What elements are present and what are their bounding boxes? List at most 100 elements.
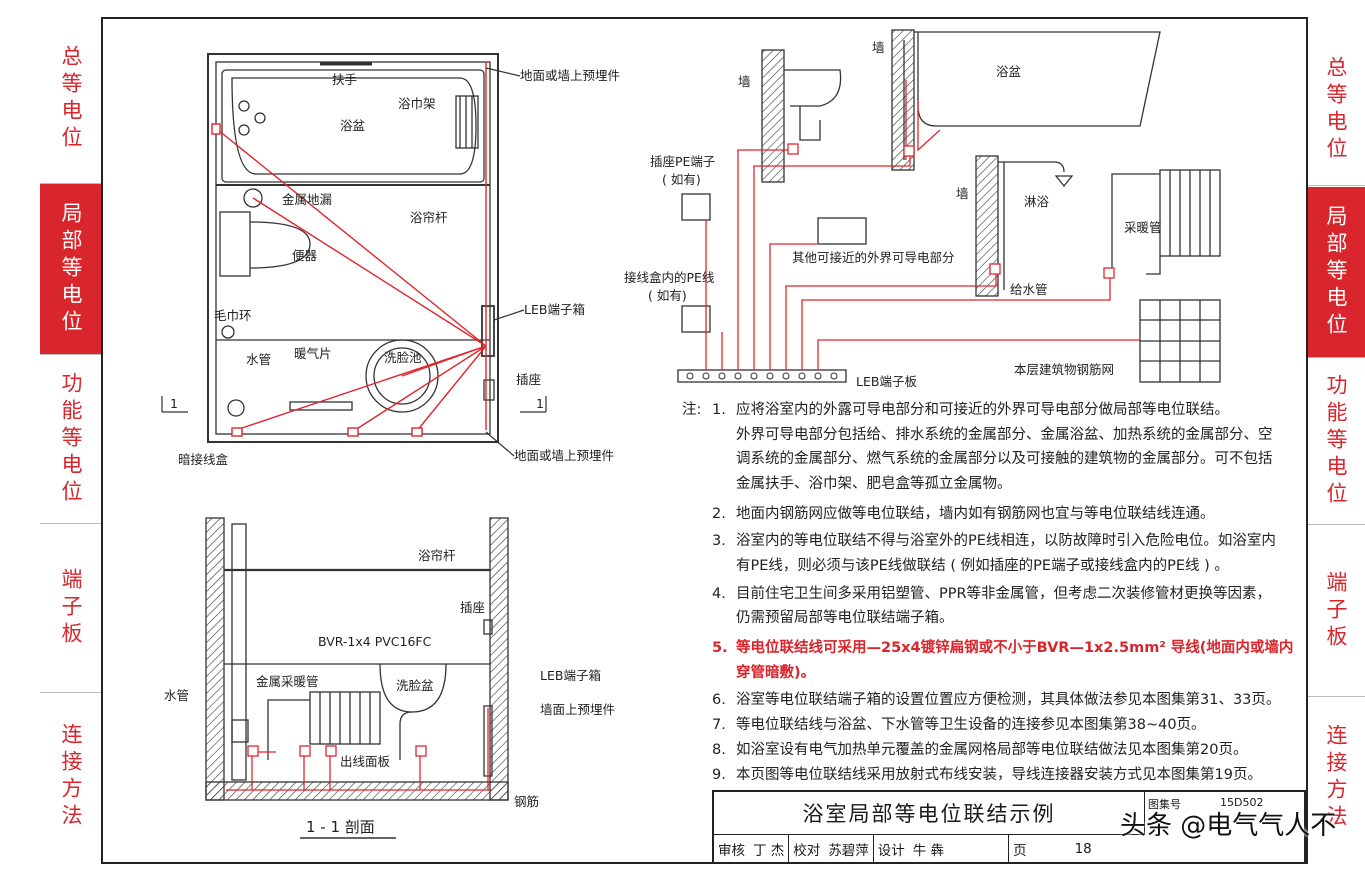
label-radiator: 暖气片 [294,346,332,361]
sec-label-water-pipe: 水管 [164,688,189,703]
sch-label-other-parts: 其他可接近的外界可导电部分 [792,250,955,265]
tab-functional-equipotential-right[interactable]: 功能等电位 [1307,359,1365,525]
checker-name: 苏碧萍 [828,843,869,859]
sch-label-rebar-mesh: 本层建筑物钢筋网 [1014,362,1114,377]
note-line: 7.等电位联结线与浴盆、下水管等卫生设备的连接参见本图集第38~40页。 [712,717,1206,733]
plan-view [207,53,499,443]
leader-lines [161,67,547,457]
section-mark-left: 1 [170,396,178,411]
note-line: 6.浴室等电位联结端子箱的设置位置应方便检测，其具体做法参见本图集第31、33页… [712,692,1281,708]
note-line-highlight: 穿管暗敷)。 [736,665,816,681]
sch-label-heating-pipe: 采暖管 [1124,220,1162,235]
tab-main-equipotential-right[interactable]: 总等电位 [1307,35,1365,186]
tab-label: 端子板 [59,567,83,649]
watermark: 头条 @电气气人不 [1120,811,1337,841]
atlas-label: 图集号 [1148,798,1181,811]
sec-label-embed: 墙面上预埋件 [540,702,615,717]
sch-label-wall3: 墙 [956,186,969,201]
label-water-pipe: 水管 [246,352,271,367]
sch-label-if-any2: ( 如有) [648,288,687,303]
label-bathtub: 浴盆 [340,118,366,133]
sch-label-wall1: 墙 [738,74,751,89]
label-junction-box: 暗接线盒 [178,452,229,467]
design-label: 设计 [877,843,905,859]
note-line: 金属扶手、浴巾架、肥皂盒等孤立金属物。 [736,475,1012,492]
sch-label-supply-pipe: 给水管 [1010,282,1048,297]
section-mark-right: 1 [536,396,544,411]
atlas-number: 15D502 [1220,796,1264,809]
tab-terminal-board[interactable]: 端子板 [40,524,102,693]
tab-label: 功能等电位 [59,371,83,507]
drawing-frame [101,17,1308,864]
tab-main-equipotential[interactable]: 总等电位 [40,15,102,184]
sch-label-wall2: 墙 [872,40,885,55]
atlas-box: 图集号 15D502 [1144,792,1304,834]
label-toilet: 便器 [292,248,318,263]
sch-label-bathtub: 浴盆 [996,64,1022,79]
note-line: 9.本页图等电位联结线采用放射式布线安装，导线连接器安装方式见本图集第19页。 [712,767,1262,783]
label-washbasin: 洗脸池 [384,350,422,365]
label-towel-ring: 毛巾环 [214,308,252,323]
sec-label-leb-box: LEB端子箱 [540,668,601,683]
reviewer-name: 丁 杰 [753,843,785,859]
tab-label: 总等电位 [59,45,83,153]
plan-texts: 扶手 浴盆 浴巾架 地面或墙上预埋件 金属地漏 浴帘杆 便器 毛巾环 LEB端子… [170,68,620,467]
label-curtain-rod: 浴帘杆 [410,210,448,225]
tab-local-equipotential-right[interactable]: 局部等电位 [1307,187,1365,358]
label-embed-bottom: 地面或墙上预埋件 [514,448,614,463]
tab-label: 端子板 [1324,570,1348,652]
note-line: 2.地面内钢筋网应做等电位联结，墙内如有钢筋网也宜与等电位联结线连通。 [712,506,1215,522]
note-line: 调系统的金属部分、燃气系统的金属部分以及可接触的建筑物的金属部分。可不包括 [736,451,1273,467]
left-tab-column: 总等电位 局部等电位 功能等电位 端子板 连接方法 [40,15,102,860]
drawing-title: 浴室局部等电位联结示例 [714,792,1145,835]
schematic-view [677,29,1221,383]
tab-label: 连接方法 [1324,724,1348,832]
section-view [205,517,509,801]
tab-label: 连接方法 [59,722,83,831]
schematic-texts: 墙 墙 浴盆 墙 淋浴 插座PE端子 ( 如有) 其他可接近的外界可导电部分 采… [624,40,1162,389]
note-line: 1.应将浴室内的外露可导电部分和可接近的外界可导电部分做局部等电位联结。 [712,402,1229,418]
note-line: 4.目前住宅卫生间多采用铝塑管、PPR等非金属管，但考虑二次装修管材更换等因素， [712,586,1272,602]
note-line-highlight: 5.等电位联结线可采用—25x4镀锌扁钢或不小于BVR—1x2.5mm² 导线(… [712,640,1294,656]
tab-terminal-board-right[interactable]: 端子板 [1307,526,1365,697]
sec-label-cable: BVR-1x4 PVC16FC [318,634,432,649]
tab-connection-method-right[interactable]: 连接方法 [1307,698,1365,858]
tab-connection-method[interactable]: 连接方法 [40,693,102,860]
tab-local-equipotential[interactable]: 局部等电位 [40,184,102,355]
section-bonding-wires [226,708,492,791]
sch-label-junction-pe: 接线盒内的PE线 [624,270,715,285]
note-line: 外界可导电部分包括给、排水系统的金属部分、金属浴盆、加热系统的金属部分、空 [736,426,1273,443]
label-socket: 插座 [516,372,541,387]
title-block: 浴室局部等电位联结示例 图集号 15D502 审核 丁 杰 校对 苏碧萍 设计 … [712,790,1306,864]
note-line: 仍需预留局部等电位联结端子箱。 [736,610,954,626]
sch-label-socket-pe: 插座PE端子 [650,154,715,169]
page-number: 18 [1074,841,1092,857]
sch-label-shower: 淋浴 [1024,194,1050,209]
label-handrail: 扶手 [332,72,357,87]
sec-label-rebar: 钢筋 [514,794,539,809]
note-line: 8.如浴室设有电气加热单元覆盖的金属网格局部等电位联结做法见本图集第20页。 [712,742,1248,758]
sec-label-curtain-rod: 浴帘杆 [418,548,456,563]
label-embed-top: 地面或墙上预埋件 [520,68,620,83]
tab-label: 总等电位 [1324,56,1348,164]
sec-label-outlet-panel: 出线面板 [340,754,391,769]
label-towel-rack: 浴巾架 [398,96,436,111]
plan-bonding-wires [211,62,487,437]
section-texts: 浴帘杆 插座 BVR-1x4 PVC16FC LEB端子箱 水管 金属采暖管 洗… [164,548,615,836]
note-line: 3.浴室内的等电位联结不得与浴室外的PE线相连，以防故障时引入危险电位。如浴室内 [712,533,1276,549]
designer-name: 牛 犇 [912,843,945,859]
page-label: 页 [1013,843,1027,859]
label-floor-drain: 金属地漏 [282,192,332,207]
note-line: 有PE线，则必须与该PE线做联结 ( 例如插座的PE端子或接线盒内的PE线 ) … [736,558,1229,574]
right-tab-column: 总等电位 局部等电位 功能等电位 端子板 连接方法 [1307,15,1365,860]
signature-row: 审核 丁 杰 校对 苏碧萍 设计 牛 犇 页 18 [714,834,1304,864]
section-title: 1 - 1 剖面 [306,818,375,836]
sec-label-socket: 插座 [460,600,485,615]
tab-label: 局部等电位 [1324,204,1348,340]
sec-label-metal-radiator: 金属采暖管 [256,674,319,689]
tab-functional-equipotential[interactable]: 功能等电位 [40,355,102,524]
check-label: 校对 [793,843,821,859]
notes-heading: 注: [682,402,702,418]
sch-label-leb-plate: LEB端子板 [856,374,917,389]
